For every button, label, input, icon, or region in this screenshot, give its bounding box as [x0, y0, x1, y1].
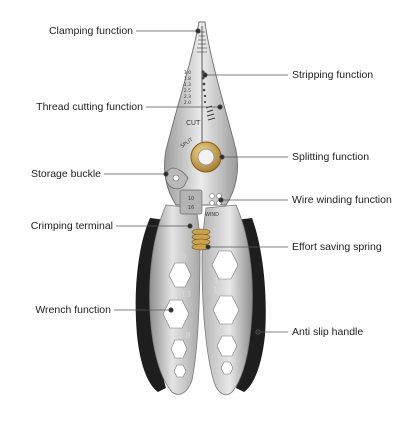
left-socket-label-1: 13 — [181, 290, 191, 299]
left-socket-label-2: 8 — [185, 331, 190, 340]
callout-crimping: Crimping terminal — [30, 220, 113, 232]
crimping-area: 10 16 — [179, 189, 203, 215]
strip-size-1: 1.8 — [184, 76, 191, 82]
strip-size-3: 2.5 — [184, 88, 191, 94]
right-handle: 11 12 9 — [201, 204, 266, 396]
left-socket-label-0: 10 — [176, 252, 186, 261]
callout-anti-slip: Anti slip handle — [292, 326, 364, 338]
hex-socket-small-right — [220, 361, 234, 375]
right-socket-label-1: 12 — [213, 286, 223, 295]
leader-lines — [104, 28, 288, 335]
crimp-size-1: 16 — [188, 205, 194, 211]
strip-size-0: 3.0 — [184, 70, 191, 76]
wind-mark: WIND — [205, 212, 219, 218]
effort-saving-spring — [191, 228, 211, 251]
crimp-size-0: 10 — [188, 196, 194, 202]
strip-size-2: 1.3 — [184, 82, 191, 88]
left-handle: 10 13 8 — [135, 204, 201, 395]
storage-buckle-part — [165, 167, 189, 190]
callout-wire-winding: Wire winding function — [292, 194, 392, 206]
hex-socket-13 — [162, 299, 190, 329]
hex-socket-small-left — [173, 364, 187, 378]
right-socket-label-0: 11 — [214, 276, 224, 285]
pivot-bolt-inner — [197, 148, 215, 166]
hex-socket-11 — [211, 250, 239, 280]
pliers-head: 3.0 1.8 1.3 2.5 2.3 2.0 CUT SPLIT 10 16 — [164, 21, 238, 218]
callout-wrench: Wrench function — [35, 304, 111, 316]
callout-storage-buckle: Storage buckle — [30, 168, 101, 180]
callout-stripping: Stripping function — [292, 69, 374, 81]
hex-socket-10 — [168, 262, 192, 288]
callout-clamping: Clamping function — [48, 25, 133, 37]
hex-socket-8 — [170, 339, 188, 359]
callout-effort-spring: Effort saving spring — [292, 241, 382, 253]
callout-splitting: Splitting function — [292, 151, 370, 163]
callout-thread-cutting: Thread cutting function — [36, 101, 143, 113]
hex-socket-12 — [212, 295, 240, 325]
wire-winding-holes — [209, 193, 222, 206]
hex-socket-9 — [216, 335, 238, 357]
right-socket-label-2: 9 — [216, 327, 221, 336]
cut-mark: CUT — [186, 119, 201, 127]
strip-size-5: 2.0 — [184, 100, 191, 106]
strip-size-4: 2.3 — [184, 94, 191, 100]
